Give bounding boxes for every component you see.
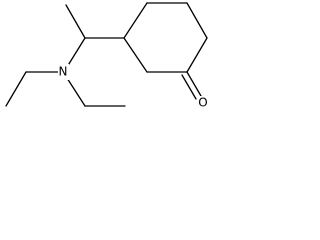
oxygen-label-background: [197, 96, 209, 111]
ring-bond-c6-c1: [123, 37, 148, 73]
bond-n-ethyl-left-2: [5, 71, 27, 107]
ring-bond-c3-c4: [186, 2, 208, 39]
bond-ch-to-nitrogen: [66, 37, 86, 68]
carbonyl-bond-line-2: [181, 74, 197, 100]
bond-ch-to-methyl: [65, 4, 86, 39]
nitrogen-atom-label: N: [59, 65, 68, 79]
nitrogen-label-background: [58, 64, 69, 80]
molecule-canvas: N O: [0, 0, 212, 115]
oxygen-atom-label: O: [198, 96, 207, 110]
carbonyl-bond-line-1: [186, 71, 202, 97]
bond-n-ethyl-right-1: [66, 77, 86, 107]
ring-bond-c4-c5: [186, 37, 208, 73]
molecule-structure: N O: [5, 2, 209, 111]
ring-bond-c1-c2: [123, 2, 148, 39]
